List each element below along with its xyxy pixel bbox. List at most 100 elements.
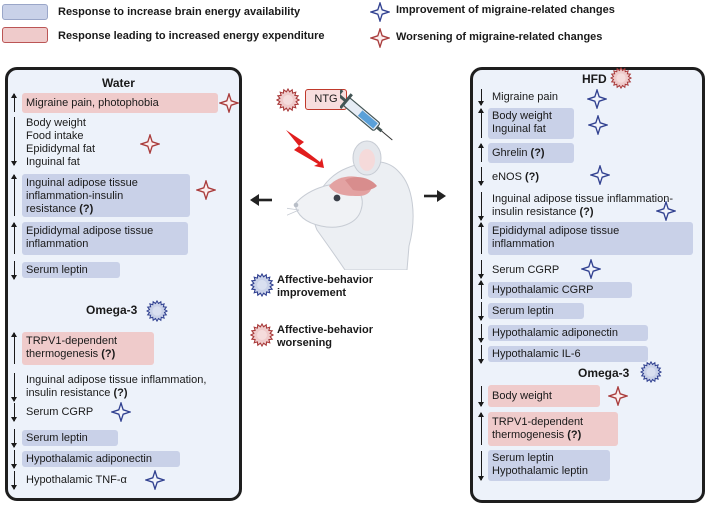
ghrelin-text: Ghrelin (?) xyxy=(492,147,545,159)
affective-improvement-line2: improvement xyxy=(277,287,347,299)
serum-cgrp-text-left: Serum CGRP xyxy=(26,406,94,418)
up-arrow-icon xyxy=(10,332,18,364)
up-arrow-icon xyxy=(10,222,18,254)
trpv1-line1-left: TRPV1-dependent xyxy=(26,335,118,347)
omega3-title-right: Omega-3 xyxy=(578,366,630,380)
arrow-right-icon xyxy=(424,190,446,202)
serum-leptin2-box xyxy=(22,430,118,446)
hypo-cgrp-text: Hypothalamic CGRP xyxy=(492,284,594,296)
down-arrow-icon xyxy=(477,260,485,279)
body-weight2-text-right: Body weight xyxy=(492,390,552,402)
water-panel xyxy=(5,67,242,501)
inguinal-fat-text: Inguinal fat xyxy=(26,156,80,168)
hypo-il6-text: Hypothalamic IL-6 xyxy=(492,348,581,360)
hypo-tnf-text: Hypothalamic TNF-α xyxy=(26,474,127,486)
up-arrow-icon xyxy=(477,412,485,445)
down-arrow-icon xyxy=(477,345,485,364)
trpv1-line2-left: thermogenesis (?) xyxy=(26,348,116,360)
inguinal-inflammation-line2: inflammation-insulin xyxy=(26,190,124,202)
enos-text: eNOS (?) xyxy=(492,171,540,183)
affective-improvement-burst-icon xyxy=(146,300,168,322)
inguinal-inflammation-line3: resistance (?) xyxy=(26,203,94,215)
inguinal-inflammation2-line1: Inguinal adipose tissue inflammation, xyxy=(26,374,207,386)
ghrelin-box xyxy=(488,143,574,163)
legend-blue-swatch xyxy=(2,4,48,20)
trpv1-box-left xyxy=(22,332,154,365)
serum-leptin2-text: Serum leptin xyxy=(26,432,88,444)
up-arrow-icon xyxy=(10,174,18,216)
affective-improvement-burst-icon xyxy=(250,273,274,297)
serum-hypo-leptin-box xyxy=(488,450,610,481)
lightning-bolt-icon xyxy=(286,130,324,168)
affective-worsening-burst-icon xyxy=(610,67,632,89)
up-arrow-icon xyxy=(477,280,485,299)
serum-cgrp-text-right: Serum CGRP xyxy=(492,264,560,276)
trpv1-line1-right: TRPV1-dependent xyxy=(492,416,584,428)
up-arrow-icon xyxy=(477,222,485,254)
affective-worsening-line2: worsening xyxy=(277,337,333,349)
worsen-star-icon xyxy=(219,93,239,113)
down-arrow-icon xyxy=(477,386,485,407)
trpv1-box-right xyxy=(488,412,618,446)
legend-improve-label: Improvement of migraine-related changes xyxy=(396,4,615,16)
legend-improve-star-icon xyxy=(370,2,390,22)
serum-leptin-box xyxy=(22,262,120,278)
hypo-leptin-line-right: Hypothalamic leptin xyxy=(492,465,588,477)
hypo-cgrp-box xyxy=(488,282,632,298)
epididymal-fat-text: Epididymal fat xyxy=(26,143,96,155)
down-arrow-icon xyxy=(10,261,18,280)
inguinal-inflammation-right-line1: Inguinal adipose tissue inflammation- xyxy=(492,193,673,205)
water-title: Water xyxy=(102,76,135,90)
hfd-title: HFD xyxy=(582,72,607,86)
hypo-adiponectin-box-right xyxy=(488,325,648,341)
serum-leptin-line-right: Serum leptin xyxy=(492,452,554,464)
affective-worsening-line1: Affective-behavior xyxy=(277,324,373,336)
inguinal-inflammation-box xyxy=(22,174,190,217)
hypo-adiponectin-text-left: Hypothalamic adiponectin xyxy=(26,453,152,465)
down-arrow-icon xyxy=(10,403,18,422)
inguinal-inflammation-line1: Inguinal adipose tissue xyxy=(26,177,138,189)
improve-star-icon xyxy=(588,115,608,135)
body-weight-text-right: Body weight xyxy=(492,110,552,122)
down-arrow-icon xyxy=(10,117,18,166)
arrow-left-icon xyxy=(250,194,272,206)
migraine-pain-text-right: Migraine pain xyxy=(492,91,559,103)
improve-star-icon xyxy=(587,89,607,109)
down-arrow-icon xyxy=(477,324,485,343)
worsen-star-icon xyxy=(196,180,216,200)
epididymal-inflammation-box xyxy=(22,222,188,255)
migraine-pain-box xyxy=(22,93,218,113)
improve-star-icon xyxy=(111,402,131,422)
affective-improvement-burst-icon xyxy=(640,361,662,383)
hypo-adiponectin-text-right: Hypothalamic adiponectin xyxy=(492,327,618,339)
up-arrow-icon xyxy=(477,108,485,138)
affective-improvement-line1: Affective-behavior xyxy=(277,274,373,286)
legend-pink-label: Response leading to increased energy exp… xyxy=(58,30,325,42)
serum-leptin-text: Serum leptin xyxy=(26,264,88,276)
serum-leptin-text-right: Serum leptin xyxy=(492,305,554,317)
epididymal-inflammation-right-line2: inflammation xyxy=(492,238,555,250)
worsen-star-icon xyxy=(608,386,628,406)
up-arrow-icon xyxy=(477,143,485,162)
down-arrow-icon xyxy=(477,192,485,221)
down-arrow-icon xyxy=(477,302,485,321)
legend-pink-swatch xyxy=(2,27,48,43)
epididymal-inflammation-line2: inflammation xyxy=(26,238,89,250)
down-arrow-icon xyxy=(10,450,18,469)
up-arrow-icon xyxy=(10,93,18,112)
body-weight-text: Body weight xyxy=(26,117,86,129)
epididymal-inflammation-right-line1: Epididymal adipose tissue xyxy=(492,225,620,237)
ntg-label: NTG xyxy=(305,89,347,110)
serum-leptin-box-right xyxy=(488,303,584,319)
syringe-icon xyxy=(340,89,393,141)
mouse-illustration xyxy=(287,140,414,270)
inguinal-inflammation-right-line2: insulin resistance (?) xyxy=(492,206,594,218)
omega3-title-left: Omega-3 xyxy=(86,303,138,317)
down-arrow-icon xyxy=(477,167,485,186)
epididymal-inflammation-line1: Epididymal adipose tissue xyxy=(26,225,154,237)
worsen-star-icon xyxy=(140,134,160,154)
improve-star-icon xyxy=(145,470,165,490)
improve-star-icon xyxy=(581,259,601,279)
migraine-pain-text: Migraine pain, photophobia xyxy=(26,97,159,109)
body-weight-box-right xyxy=(488,385,600,407)
